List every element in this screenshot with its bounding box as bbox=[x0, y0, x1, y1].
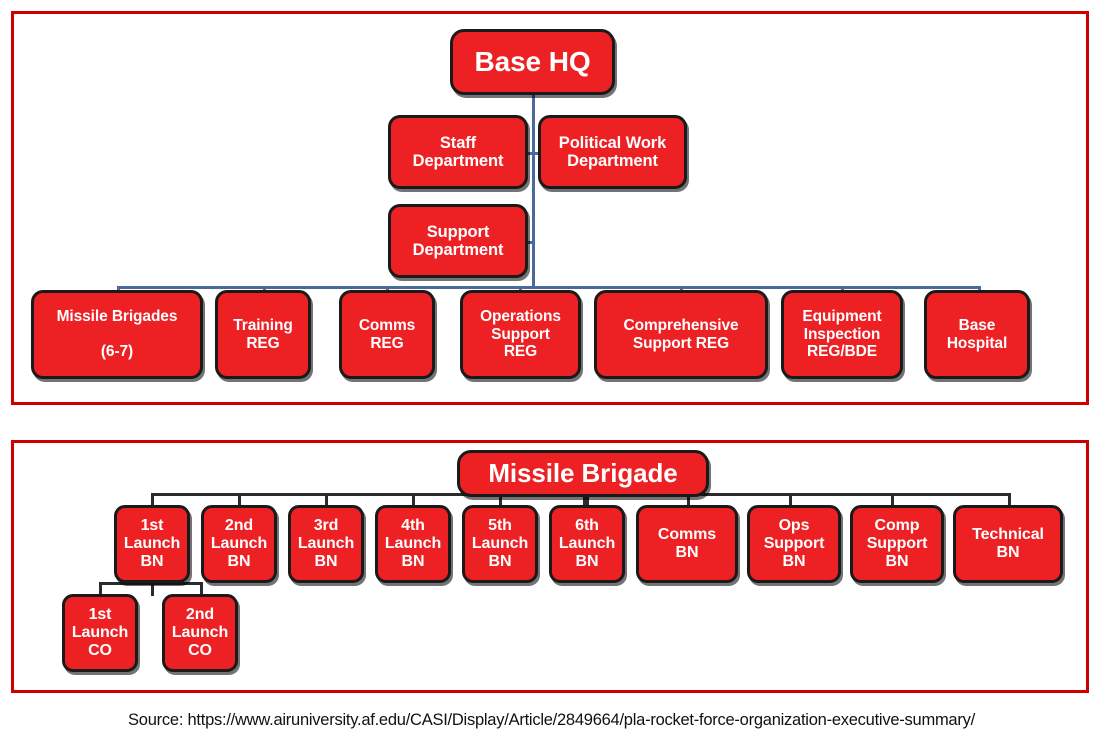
connector-drop-2nd-launch-bn bbox=[238, 493, 241, 507]
connector-drop-comms-bn bbox=[687, 493, 690, 507]
connector-drop-3rd-launch-bn bbox=[325, 493, 328, 507]
node-missile-brigades-label: Missile Brigades(6-7) bbox=[56, 308, 178, 361]
connector-1st-launch-bn-down bbox=[151, 582, 154, 596]
connector-company-bus bbox=[99, 582, 203, 585]
connector-drop-4th-launch-bn bbox=[412, 493, 415, 507]
connector-drop-5th-launch-bn bbox=[499, 493, 502, 507]
connector-drop-comp-support-bn bbox=[891, 493, 894, 507]
connector-brigade-root-down bbox=[583, 493, 586, 506]
connector-drop-ops-support-bn bbox=[789, 493, 792, 507]
node-missile-brigade-label: Missile Brigade bbox=[488, 457, 678, 488]
source-caption: Source: https://www.airuniversity.af.edu… bbox=[128, 711, 975, 729]
connector-unit-bus bbox=[117, 286, 981, 289]
connector-drop-1st-launch-bn bbox=[151, 493, 154, 507]
connector-staff-political bbox=[514, 152, 550, 155]
node-base-hq[interactable]: Base HQ bbox=[450, 29, 615, 95]
connector-root-down bbox=[532, 94, 535, 286]
connector-drop-1st-launch-co bbox=[99, 582, 102, 596]
node-base-hq-label: Base HQ bbox=[474, 46, 591, 78]
node-missile-brigades[interactable]: Missile Brigades(6-7) bbox=[31, 290, 203, 379]
connector-drop-technical-bn bbox=[1008, 493, 1011, 507]
connector-drop-2nd-launch-co bbox=[200, 582, 203, 596]
node-missile-brigade[interactable]: Missile Brigade bbox=[457, 450, 709, 497]
connector-drop-6th-launch-bn bbox=[586, 493, 589, 507]
